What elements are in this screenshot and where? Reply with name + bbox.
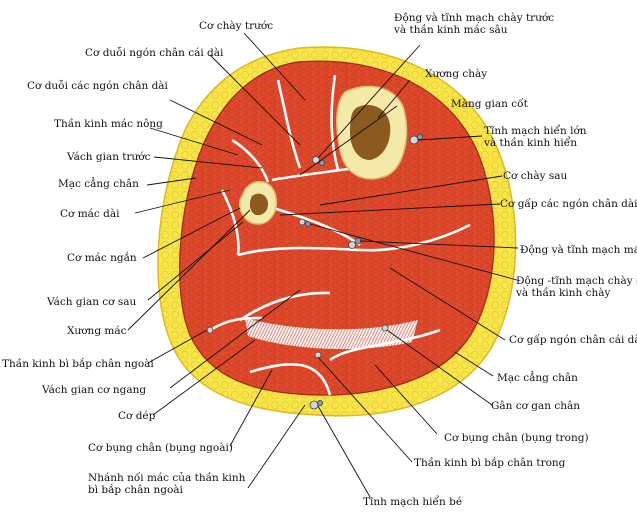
- label-co-chay-truoc: Cơ chày trước: [199, 20, 273, 32]
- label-co-mac-ngan: Cơ mác ngắn: [67, 252, 137, 264]
- label-nhanh-noi-mac: Nhánh nối mác của thần kinh bì bắp chân …: [88, 472, 245, 496]
- label-co-bung-chan-ngoai: Cơ bụng chân (bụng ngoài): [88, 442, 233, 454]
- label-dong-tinh-mach-mac: Động và tĩnh mạch mác: [520, 244, 637, 256]
- label-mang-gian-cot: Màng gian cốt: [451, 98, 528, 110]
- label-than-kinh-mac-nong: Thần kinh mác nông: [54, 118, 163, 130]
- label-dong-tinh-mach-chay-truoc: Động và tĩnh mạch chày trước và thần kin…: [394, 12, 554, 36]
- label-tinh-mach-hien-lon: Tĩnh mạch hiển lớn và thần kinh hiển: [484, 125, 587, 149]
- label-co-mac-dai: Cơ mác dài: [60, 208, 119, 220]
- label-gan-co-gan-chan: Gân cơ gan chân: [491, 400, 580, 412]
- label-co-duoi-cac-ngon-dai: Cơ duỗi các ngón chân dài: [27, 80, 168, 92]
- label-tinh-mach-hien-be: Tĩnh mạch hiển bé: [363, 496, 462, 508]
- label-dong-tinh-mach-chay-sau: Động -tĩnh mạch chày sau và thần kinh ch…: [516, 275, 637, 299]
- label-vach-gian-co-ngang: Vách gian cơ ngang: [42, 384, 146, 396]
- label-xuong-chay: Xương chày: [425, 68, 487, 80]
- label-than-kinh-bi-bap-ngoai: Thần kinh bì bắp chân ngoài: [2, 358, 154, 370]
- label-co-chay-sau: Cơ chày sau: [503, 170, 567, 182]
- label-co-gap-cac-ngon-dai: Cơ gấp các ngón chân dài: [500, 198, 637, 210]
- label-mac-cang-chan-2: Mạc cẳng chân: [497, 372, 578, 384]
- label-co-duoi-ngon-cai-dai: Cơ duỗi ngón chân cái dài: [85, 47, 223, 59]
- label-mac-cang-chan-1: Mạc cẳng chân: [58, 178, 139, 190]
- label-vach-gian-truoc: Vách gian trước: [67, 151, 151, 163]
- label-vach-gian-co-sau: Vách gian cơ sau: [47, 296, 136, 308]
- label-co-gap-ngon-cai-dai: Cơ gấp ngón chân cái dài: [509, 334, 637, 346]
- label-than-kinh-bi-bap-trong: Thần kinh bì bắp chân trong: [414, 457, 565, 469]
- label-xuong-mac: Xương mác: [67, 325, 126, 337]
- label-co-bung-chan-trong: Cơ bụng chân (bụng trong): [444, 432, 589, 444]
- label-co-dep: Cơ dép: [118, 410, 155, 422]
